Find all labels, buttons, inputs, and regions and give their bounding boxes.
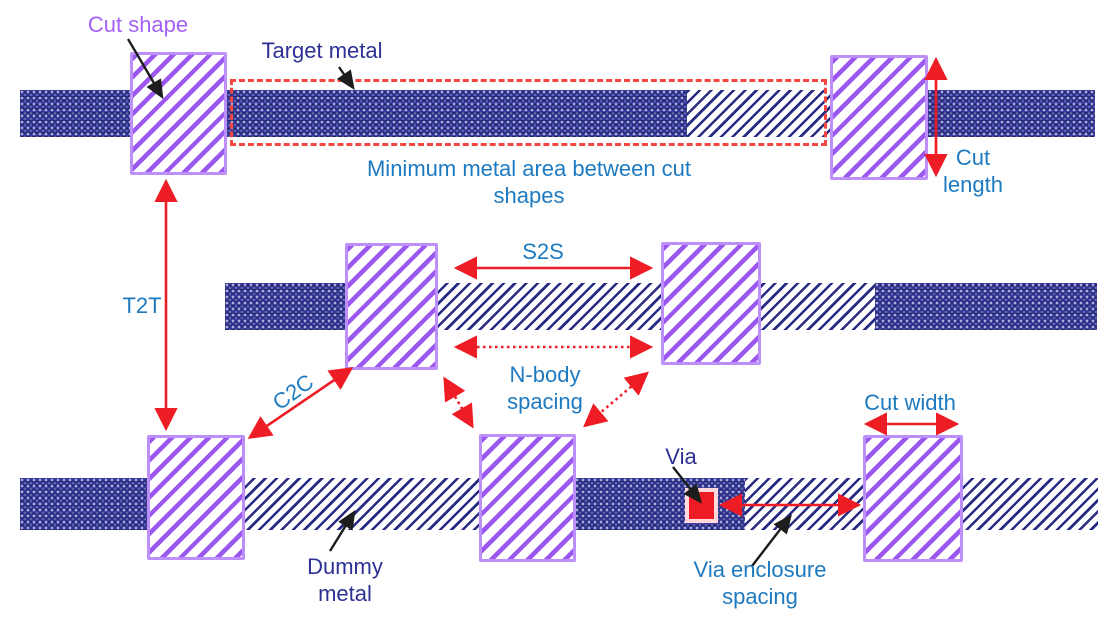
via-enclosure-spacing-label: Via enclosure spacing [694, 556, 827, 610]
target-metal-label: Target metal [261, 37, 382, 64]
n-body-line1: N-body [509, 362, 581, 387]
via-enclosure-line1: Via enclosure [693, 557, 827, 582]
min-metal-area-outline [230, 79, 827, 146]
dummy-metal-line1: Dummy [307, 554, 383, 579]
c2c-label-text: C2C [267, 368, 319, 416]
cut-shape-bottom-left [147, 435, 245, 560]
c2c-label: C2C [267, 368, 318, 416]
via-label: Via [665, 443, 696, 470]
n-body-spacing-label: N-body spacing [507, 361, 583, 415]
cut-shape-top-right [830, 55, 928, 180]
min-metal-area-line1: Minimum metal area between cut [366, 156, 692, 181]
dummy-metal-bot-hatch-left [196, 478, 527, 530]
cut-shape-mid-left [345, 243, 438, 370]
cut-shape-bottom-right [863, 435, 963, 562]
min-metal-area-line2: shapes [493, 183, 565, 208]
n-body-line2: spacing [507, 389, 583, 414]
target-metal-label-text: Target metal [261, 38, 383, 63]
dummy-metal-label: Dummy metal [307, 553, 383, 607]
cut-shape-bottom-mid [479, 434, 576, 562]
dummy-metal-mid-hatch [389, 283, 875, 330]
t2t-label-text: T2T [122, 293, 162, 318]
min-metal-area-label: Minimum metal area between cut shapes [367, 155, 691, 209]
s2s-label: S2S [522, 238, 564, 265]
cut-shape-label: Cut shape [88, 11, 188, 38]
cut-shape-label-text: Cut shape [87, 12, 189, 37]
s2s-label-text: S2S [522, 239, 564, 264]
target-metal-mid-dense-right [875, 283, 1097, 330]
cut-shape-top-left [130, 52, 227, 175]
cut-shape-mid-right [661, 242, 761, 365]
via-enclosure-line2: spacing [722, 584, 798, 609]
cut-length-line1: Cut [955, 145, 991, 170]
cut-length-line2: length [943, 172, 1003, 197]
target-metal-top-dense-right [928, 90, 1095, 137]
n-body-arrow-right-diagonal [583, 371, 649, 428]
t2t-label: T2T [122, 292, 161, 319]
cut-length-label: Cut length [943, 144, 1003, 198]
cut-width-label-text: Cut width [864, 390, 956, 415]
dummy-metal-line2: metal [318, 581, 372, 606]
via-label-text: Via [665, 444, 697, 469]
cut-width-label: Cut width [864, 389, 956, 416]
n-body-arrow-left-diagonal [443, 376, 474, 429]
via-square [685, 488, 718, 523]
